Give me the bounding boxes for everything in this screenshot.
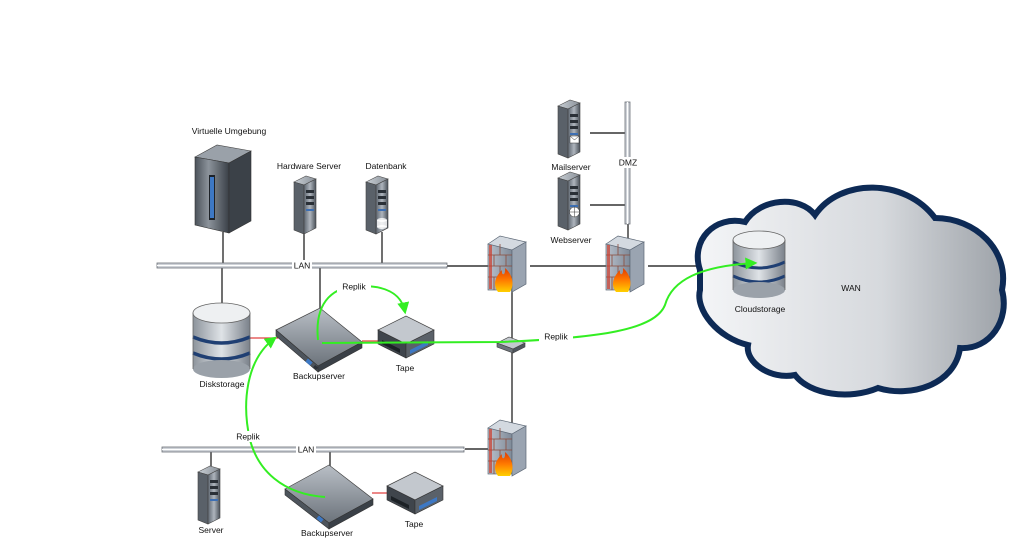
firewall-icon: [487, 419, 527, 477]
server-bottom: Server: [197, 465, 224, 535]
tower-server-icon: [293, 175, 317, 235]
mailserver-label: Mailserver: [551, 162, 590, 172]
replication-arrows: Replik Replik Replik: [231, 257, 758, 498]
firewall-icon: [487, 235, 527, 293]
firewall-lan: [487, 235, 527, 293]
network-links: [210, 132, 745, 494]
wan-label: WAN: [841, 283, 861, 293]
disk-storage-icon: [192, 302, 251, 378]
tape-top-label: Tape: [396, 363, 415, 373]
replik-top-label: Replik: [342, 282, 366, 292]
firewall-icon: [605, 235, 645, 293]
rack-server-icon: [194, 144, 252, 234]
tape-bottom-label: Tape: [405, 519, 424, 529]
tape-bottom: Tape: [386, 471, 444, 529]
backupserver-bottom-label: Backupserver: [301, 528, 353, 538]
mail-server-icon: [557, 99, 581, 159]
webserver: Webserver: [551, 171, 592, 245]
database-label: Datenbank: [365, 161, 407, 171]
diskstorage-label: Diskstorage: [200, 379, 245, 389]
network-switch-icon: [496, 336, 526, 354]
firewall-dmz: [605, 235, 645, 293]
replik-left-label: Replik: [236, 432, 260, 442]
mailserver: Mailserver: [551, 99, 591, 172]
tower-server-icon: [197, 465, 221, 525]
backup-appliance-icon: [275, 307, 363, 373]
cloudstorage: Cloudstorage: [732, 230, 786, 314]
tape-top: Tape: [377, 315, 435, 373]
virtual-env-label: Virtuelle Umgebung: [192, 126, 267, 136]
web-server-icon: [557, 171, 581, 231]
backupserver-bottom: Backupserver: [284, 464, 374, 538]
hardware-server-label: Hardware Server: [277, 161, 341, 171]
diskstorage: Diskstorage: [192, 302, 251, 389]
tape-drive-icon: [386, 471, 444, 515]
network-switch: [496, 336, 526, 354]
webserver-label: Webserver: [551, 235, 592, 245]
dmz-bus: DMZ: [616, 101, 640, 225]
hardware-server: Hardware Server: [277, 161, 341, 235]
database-server-icon: [365, 175, 389, 235]
replik-cloud-label: Replik: [544, 332, 568, 342]
server-label: Server: [198, 525, 223, 535]
cloudstorage-label: Cloudstorage: [735, 304, 786, 314]
lan-bus-bottom: LAN: [161, 444, 465, 455]
cloud-storage-icon: [732, 230, 786, 298]
firewall-bottom: [487, 419, 527, 477]
backupserver-top-label: Backupserver: [293, 371, 345, 381]
lan-bottom-label: LAN: [298, 445, 315, 455]
dmz-label: DMZ: [619, 158, 637, 168]
lan-bus-top: LAN: [156, 260, 448, 271]
virtual-environment: Virtuelle Umgebung: [192, 126, 267, 234]
backup-appliance-icon: [284, 464, 374, 530]
backupserver-top: Backupserver: [275, 307, 363, 381]
lan-top-label: LAN: [294, 261, 311, 271]
database-server: Datenbank: [365, 161, 407, 235]
tape-drive-icon: [377, 315, 435, 359]
